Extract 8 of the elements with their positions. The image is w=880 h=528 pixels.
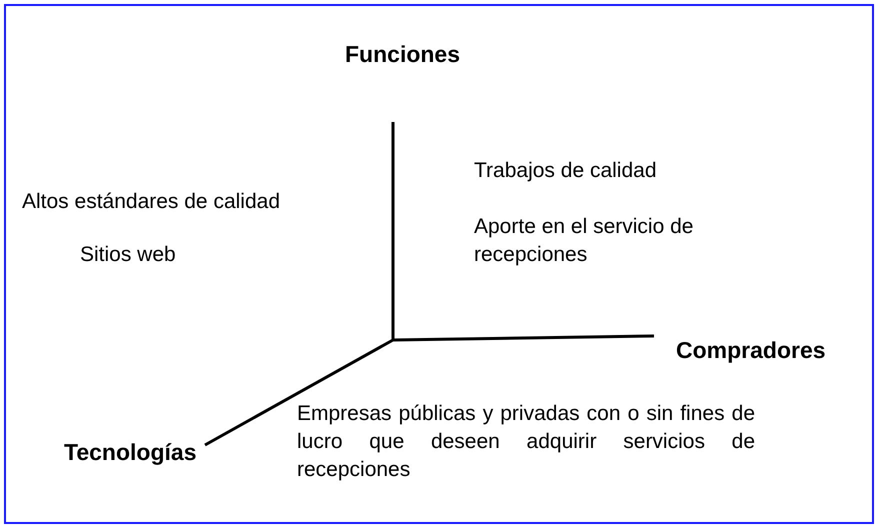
axis-title: Compradores — [676, 336, 826, 364]
text-item: Altos estándares de calidad — [22, 189, 280, 215]
text-item: Sitios web — [80, 242, 176, 268]
axis-title: Funciones — [345, 40, 460, 68]
text-item: Aporte en el servicio de recepciones — [474, 214, 694, 268]
description-text: Empresas públicas y privadas con o sin fines de lucro que deseen adquirir servicios de recepciones — [297, 401, 755, 483]
axis-title: Tecnologías — [64, 438, 196, 466]
text-item: Trabajos de calidad — [474, 158, 656, 184]
